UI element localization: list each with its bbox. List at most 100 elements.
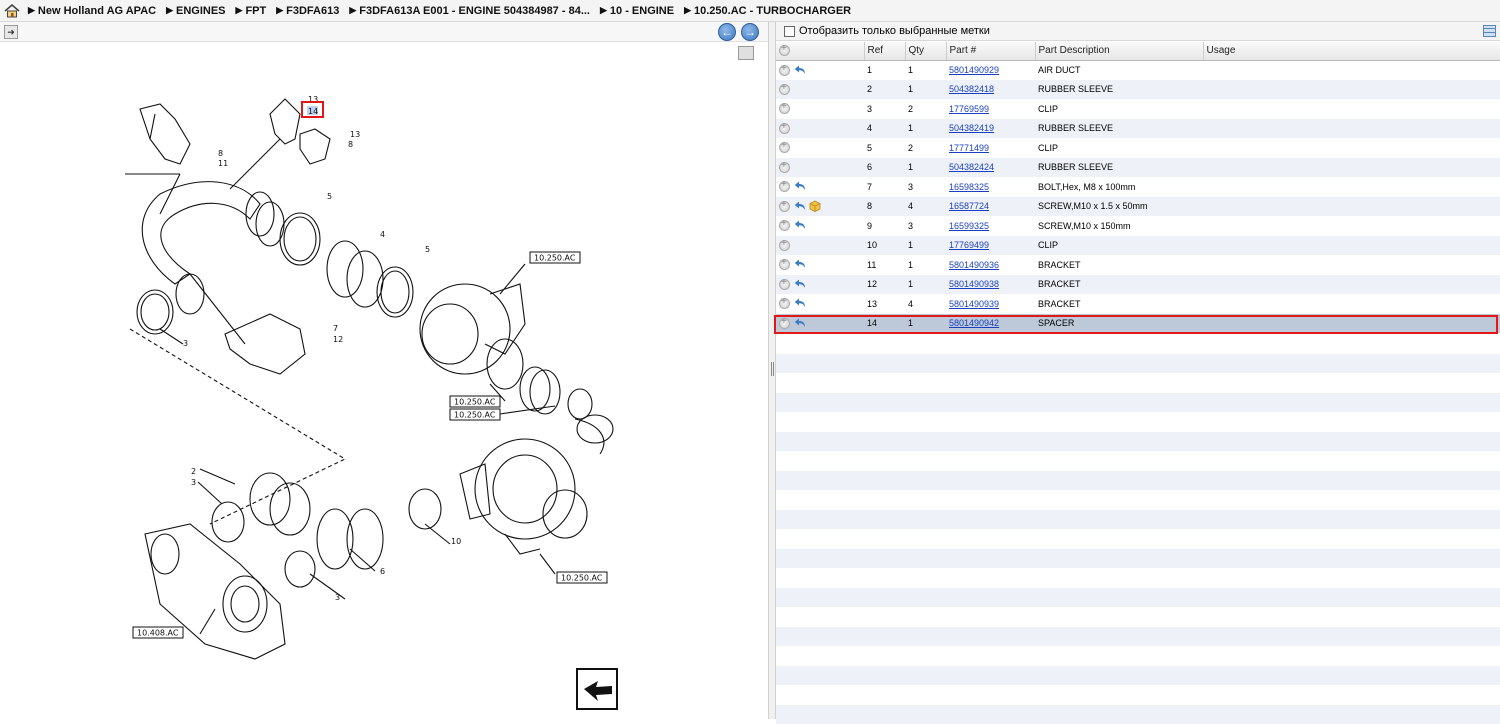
header-description[interactable]: Part Description [1035,42,1203,60]
breadcrumb-label: F3DFA613A E001 - ENGINE 504384987 - 84..… [359,5,590,17]
row-usage [1203,99,1500,119]
part-number-link[interactable]: 5801490939 [949,299,999,309]
row-actions [776,255,864,275]
add-to-cart-icon[interactable] [779,240,790,251]
pane-splitter[interactable] [768,22,776,719]
export-icon[interactable]: ➜ [4,25,18,39]
row-actions [776,294,864,314]
add-to-cart-icon[interactable] [779,298,790,309]
add-to-cart-icon[interactable] [779,259,790,270]
expand-all-icon[interactable] [779,45,790,56]
part-number-link[interactable]: 5801490929 [949,65,999,75]
empty-row [776,451,1500,471]
exploded-diagram[interactable]: 13 13 8 8 11 5 4 5 7 12 3 2 3 6 3 10 14 … [0,44,768,719]
breadcrumb-item[interactable]: ▶FPT [236,5,267,17]
add-to-cart-icon[interactable] [779,84,790,95]
row-part-number: 5801490936 [946,255,1035,275]
back-reference-icon[interactable] [794,181,806,192]
header-part[interactable]: Part # [946,42,1035,60]
row-ref: 8 [864,197,905,217]
svg-text:10.250.AC: 10.250.AC [561,574,603,583]
add-to-cart-icon[interactable] [779,103,790,114]
add-to-cart-icon[interactable] [779,123,790,134]
part-number-link[interactable]: 16599325 [949,221,989,231]
grid-view-icon[interactable] [1483,25,1496,37]
part-number-link[interactable]: 504382418 [949,84,994,94]
empty-row [776,471,1500,491]
breadcrumb-item[interactable]: ▶10 - ENGINE [600,5,674,17]
back-reference-icon[interactable] [794,201,806,212]
row-description: RUBBER SLEEVE [1035,119,1203,139]
row-qty: 2 [905,99,946,119]
row-part-number: 5801490938 [946,275,1035,295]
back-reference-icon[interactable] [794,65,806,76]
add-to-cart-icon[interactable] [779,142,790,153]
svg-text:5: 5 [327,192,332,201]
breadcrumb-item[interactable]: ▶F3DFA613 [276,5,339,17]
part-number-link[interactable]: 16598325 [949,182,989,192]
breadcrumb-item[interactable]: ▶New Holland AG APAC [28,5,156,17]
part-number-link[interactable]: 5801490936 [949,260,999,270]
row-usage [1203,216,1500,236]
add-to-cart-icon[interactable] [779,220,790,231]
package-icon[interactable] [809,200,821,212]
breadcrumb-item[interactable]: ▶F3DFA613A E001 - ENGINE 504384987 - 84.… [349,5,590,17]
part-number-link[interactable]: 17769499 [949,240,989,250]
row-description: BRACKET [1035,255,1203,275]
add-to-cart-icon[interactable] [779,201,790,212]
add-to-cart-icon[interactable] [779,318,790,329]
back-reference-icon[interactable] [794,279,806,290]
part-number-link[interactable]: 17769599 [949,104,989,114]
home-icon[interactable] [4,3,20,19]
header-qty[interactable]: Qty [905,42,946,60]
add-to-cart-icon[interactable] [779,65,790,76]
back-reference-icon[interactable] [794,220,806,231]
add-to-cart-icon[interactable] [779,279,790,290]
add-to-cart-icon[interactable] [779,162,790,173]
row-usage [1203,255,1500,275]
back-arrow-icon[interactable]: ← [718,23,736,41]
breadcrumb-arrow-icon: ▶ [349,5,356,16]
back-reference-icon[interactable] [794,318,806,329]
row-actions [776,197,864,217]
part-number-link[interactable]: 504382419 [949,123,994,133]
part-number-link[interactable]: 5801490942 [949,318,999,328]
back-reference-icon[interactable] [794,298,806,309]
svg-text:2: 2 [191,467,196,476]
row-description: RUBBER SLEEVE [1035,80,1203,100]
row-qty: 3 [905,177,946,197]
add-to-cart-icon[interactable] [779,181,790,192]
back-reference-icon[interactable] [794,259,806,270]
row-ref: 9 [864,216,905,236]
show-selected-checkbox[interactable] [784,26,795,37]
row-ref: 5 [864,138,905,158]
part-number-link[interactable]: 504382424 [949,162,994,172]
breadcrumb-label: 10 - ENGINE [610,5,674,17]
breadcrumb-item[interactable]: ▶ENGINES [166,5,225,17]
header-actions[interactable] [776,42,864,60]
header-usage[interactable]: Usage [1203,42,1500,60]
forward-arrow-icon[interactable]: → [741,23,759,41]
filter-bar: Отобразить только выбранные метки [776,22,1500,41]
part-number-link[interactable]: 16587724 [949,201,989,211]
svg-text:3: 3 [191,478,196,487]
header-ref[interactable]: Ref [864,42,905,60]
breadcrumb-item[interactable]: ▶10.250.AC - TURBOCHARGER [684,5,851,17]
part-number-link[interactable]: 17771499 [949,143,989,153]
row-part-number: 17769499 [946,236,1035,256]
part-number-link[interactable]: 5801490938 [949,279,999,289]
